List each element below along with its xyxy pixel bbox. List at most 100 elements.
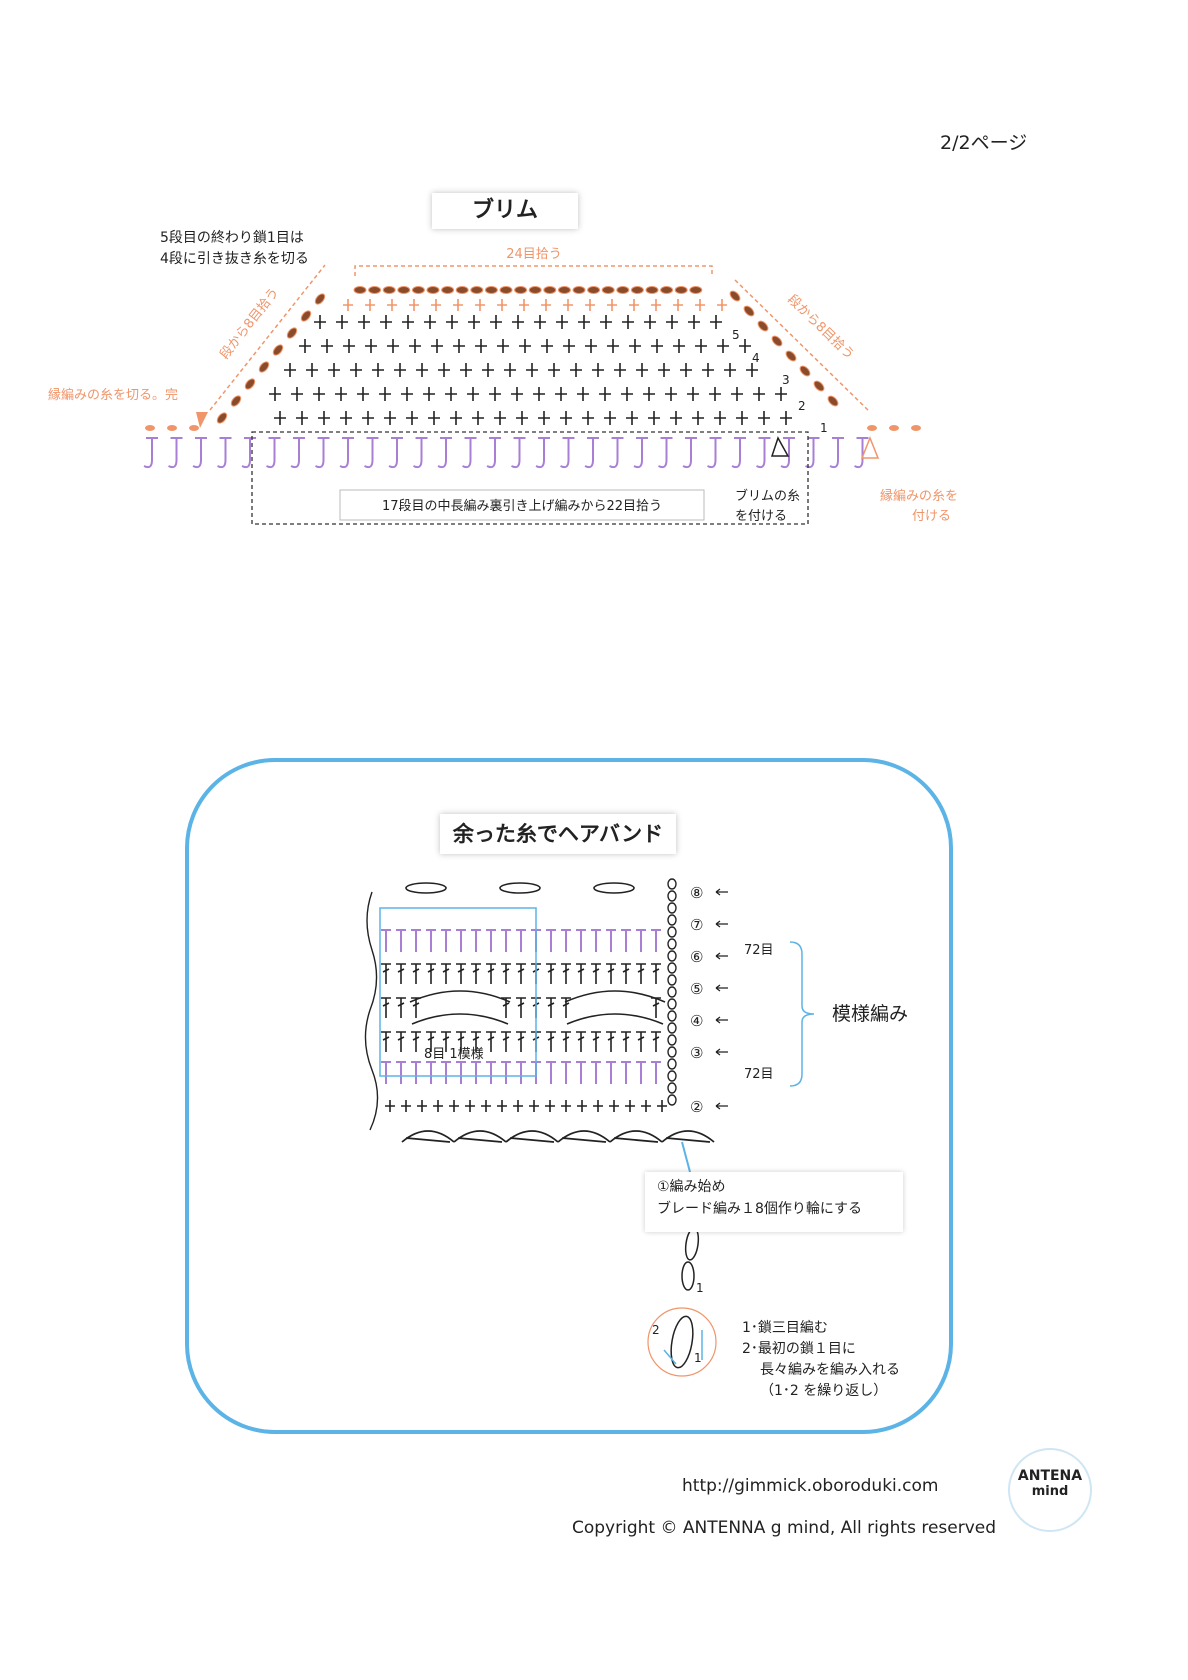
step-note-2: 2･最初の鎖１目に	[742, 1341, 856, 1357]
double-crochet	[471, 1061, 481, 1084]
repeat-box	[379, 907, 537, 1077]
single-crochet	[449, 1100, 459, 1112]
chain-group	[499, 882, 541, 894]
chain-stitch	[411, 286, 425, 294]
chain-stitch	[660, 286, 674, 294]
double-crochet	[471, 929, 481, 952]
single-crochet	[709, 387, 721, 401]
single-crochet	[424, 315, 436, 329]
single-crochet	[291, 387, 303, 401]
foundation-stitch	[682, 437, 697, 469]
logo-line1: ANTENA	[1017, 1468, 1083, 1484]
single-crochet	[577, 387, 589, 401]
row-number-3: 3	[782, 373, 790, 387]
row-arrow	[715, 952, 728, 960]
single-crochet	[648, 411, 660, 425]
step-label-3: 1	[694, 1351, 702, 1365]
double-crochet	[621, 929, 631, 952]
hairband-panel	[185, 758, 953, 1434]
chain-stitch	[572, 286, 586, 294]
single-crochet	[497, 339, 509, 353]
double-crochet	[621, 1061, 631, 1084]
treble-crochet	[486, 1031, 496, 1052]
edging-chain	[889, 425, 899, 431]
chain-stitch	[499, 286, 513, 294]
single-crochet	[465, 1100, 475, 1112]
foundation-stitch	[315, 437, 330, 469]
treble-crochet	[381, 997, 391, 1018]
double-crochet	[486, 1061, 496, 1084]
single-crochet	[299, 339, 311, 353]
single-crochet	[758, 411, 770, 425]
foundation-stitch	[780, 437, 795, 469]
treble-crochet	[396, 1031, 406, 1052]
treble-crochet	[561, 963, 571, 984]
single-crochet	[417, 1100, 427, 1112]
treble-crochet	[546, 963, 556, 984]
single-crochet	[538, 411, 550, 425]
hairband-stitches	[364, 878, 715, 1143]
treble-crochet	[441, 963, 451, 984]
chain-stitch	[543, 286, 557, 294]
foundation-stitch	[339, 437, 354, 469]
chain-group	[593, 882, 635, 894]
single-crochet	[313, 387, 325, 401]
single-crochet	[482, 363, 494, 377]
row5-note-line2: 4段に引き抜き糸を切る	[160, 251, 309, 267]
bottom-label: 17段目の中長編み裏引き上げ編みから22目拾う	[382, 498, 662, 514]
step-note-4: （1･2 を繰り返し）	[760, 1383, 888, 1399]
single-crochet	[731, 387, 743, 401]
chain-stitch	[514, 286, 528, 294]
double-crochet	[606, 1061, 616, 1084]
single-crochet	[555, 387, 567, 401]
double-crochet	[426, 1061, 436, 1084]
chain-stitch	[382, 286, 396, 294]
treble-crochet	[411, 1031, 421, 1052]
chain-arc	[566, 1013, 664, 1025]
single-crochet	[622, 315, 634, 329]
foundation-stitch	[168, 437, 183, 469]
edging-stitch	[717, 299, 727, 311]
row-number-2: 2	[798, 399, 806, 413]
edging-stitch	[541, 299, 551, 311]
treble-crochet	[426, 1031, 436, 1052]
single-crochet	[541, 339, 553, 353]
foundation-stitch	[658, 437, 673, 469]
treble-crochet	[591, 1031, 601, 1052]
double-crochet	[381, 929, 391, 952]
single-crochet	[438, 363, 450, 377]
bottom-label-box	[339, 489, 705, 521]
single-crochet	[600, 315, 612, 329]
edging-chain	[867, 425, 877, 431]
edging-chain	[189, 425, 199, 431]
single-crochet	[593, 1100, 603, 1112]
row-arrow	[715, 1016, 728, 1024]
single-crochet	[284, 363, 296, 377]
double-crochet	[411, 929, 421, 952]
single-crochet	[688, 315, 700, 329]
chain-stitch	[528, 286, 542, 294]
chain-stitch	[729, 290, 741, 302]
single-crochet	[548, 363, 560, 377]
chain-stitch	[601, 286, 615, 294]
chain-stitch	[300, 310, 312, 322]
single-crochet	[604, 411, 616, 425]
treble-crochet	[516, 997, 526, 1018]
single-crochet	[423, 387, 435, 401]
chain-stitch	[587, 286, 601, 294]
chain-stitch	[230, 395, 242, 407]
treble-crochet	[561, 1031, 571, 1052]
single-crochet	[445, 387, 457, 401]
single-crochet	[702, 363, 714, 377]
braid-stitch	[505, 1130, 559, 1143]
step-label-2: 2	[652, 1323, 660, 1337]
single-crochet	[362, 411, 374, 425]
single-crochet	[577, 1100, 587, 1112]
single-crochet	[545, 1100, 555, 1112]
turning-chain	[667, 938, 677, 950]
braid-stitch	[401, 1130, 455, 1143]
double-crochet	[396, 929, 406, 952]
logo: ANTENA mind	[1008, 1448, 1092, 1532]
chain-stitch	[743, 305, 755, 317]
edging-stitch	[673, 299, 683, 311]
